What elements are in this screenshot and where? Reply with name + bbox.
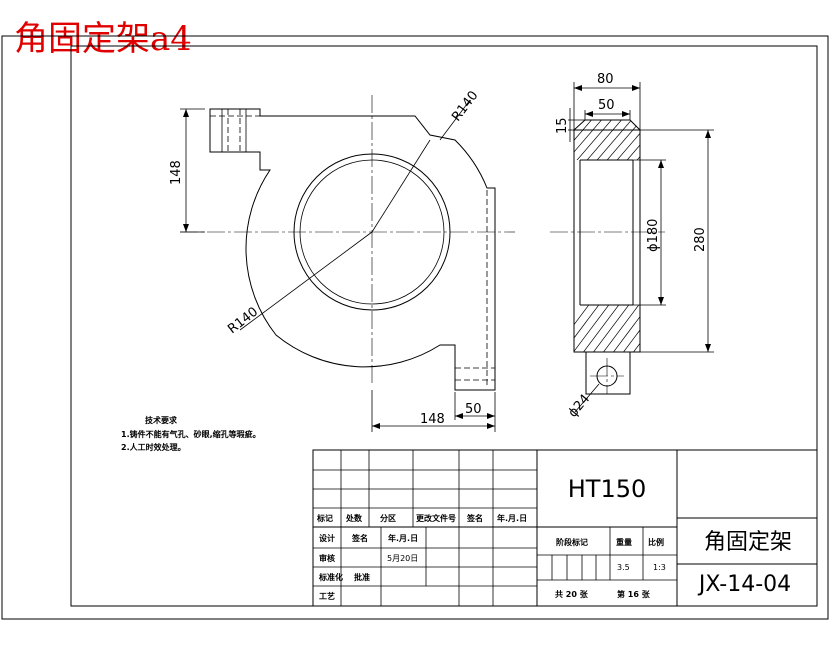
- dim-radius-top: R140: [449, 88, 481, 124]
- tb-rev-header-1: 标记: [316, 513, 333, 523]
- tb-weight-value: 3.5: [617, 563, 630, 572]
- tb-rev-header-2: 处数: [345, 513, 363, 523]
- tb-sheet-no: 第 16 张: [617, 589, 651, 599]
- tech-notes-heading: 技术要求: [145, 415, 178, 425]
- dim-side-width: 80: [597, 72, 614, 87]
- tb-drawing-no: JX-14-04: [697, 572, 791, 597]
- tb-part-name: 角固定架: [704, 530, 792, 555]
- tb-std-label: 标准化: [318, 572, 343, 582]
- tb-scale-value: 1:3: [653, 563, 666, 572]
- sheet-title: 角固定架a4: [14, 19, 192, 59]
- tb-rev-header-6: 年.月.日: [497, 513, 527, 523]
- dim-front-width: 148: [420, 412, 445, 427]
- outer-border: [1, 35, 829, 620]
- tech-note-2: 2.人工时效处理。: [121, 442, 186, 452]
- tb-std-name: 批准: [354, 572, 370, 582]
- tb-date-label: 年.月.日: [388, 533, 418, 543]
- tb-scale-label: 比例: [648, 537, 664, 547]
- dim-side-bore: ϕ180: [646, 219, 661, 252]
- tb-check-date: 5月20日: [387, 554, 418, 563]
- tb-stage-label: 阶段标记: [556, 537, 588, 547]
- tb-material: HT150: [568, 475, 647, 503]
- dim-radius-bottom: R140: [225, 304, 261, 337]
- title-block: [312, 449, 818, 607]
- tb-sign-label: 签名: [351, 533, 368, 543]
- tb-check-label: 审核: [319, 553, 335, 563]
- tb-sheets-total: 共 20 张: [555, 589, 589, 599]
- tech-note-1: 1.铸件不能有气孔、砂眼,缩孔等瑕疵。: [121, 429, 261, 439]
- tb-craft-label: 工艺: [319, 591, 335, 601]
- tb-rev-header-3: 分区: [380, 513, 396, 523]
- side-view: [550, 82, 714, 413]
- dim-side-height: 280: [693, 227, 708, 252]
- dim-side-inner: 50: [598, 98, 615, 113]
- tb-design-label: 设计: [319, 533, 335, 543]
- tb-rev-header-4: 更改文件号: [416, 513, 456, 523]
- dim-front-lug: 50: [465, 402, 482, 417]
- dim-front-height: 148: [169, 160, 184, 185]
- dim-side-flange: 15: [555, 117, 570, 134]
- tb-weight-label: 重量: [616, 537, 632, 547]
- tb-rev-header-5: 签名: [466, 513, 483, 523]
- front-view: [180, 95, 515, 432]
